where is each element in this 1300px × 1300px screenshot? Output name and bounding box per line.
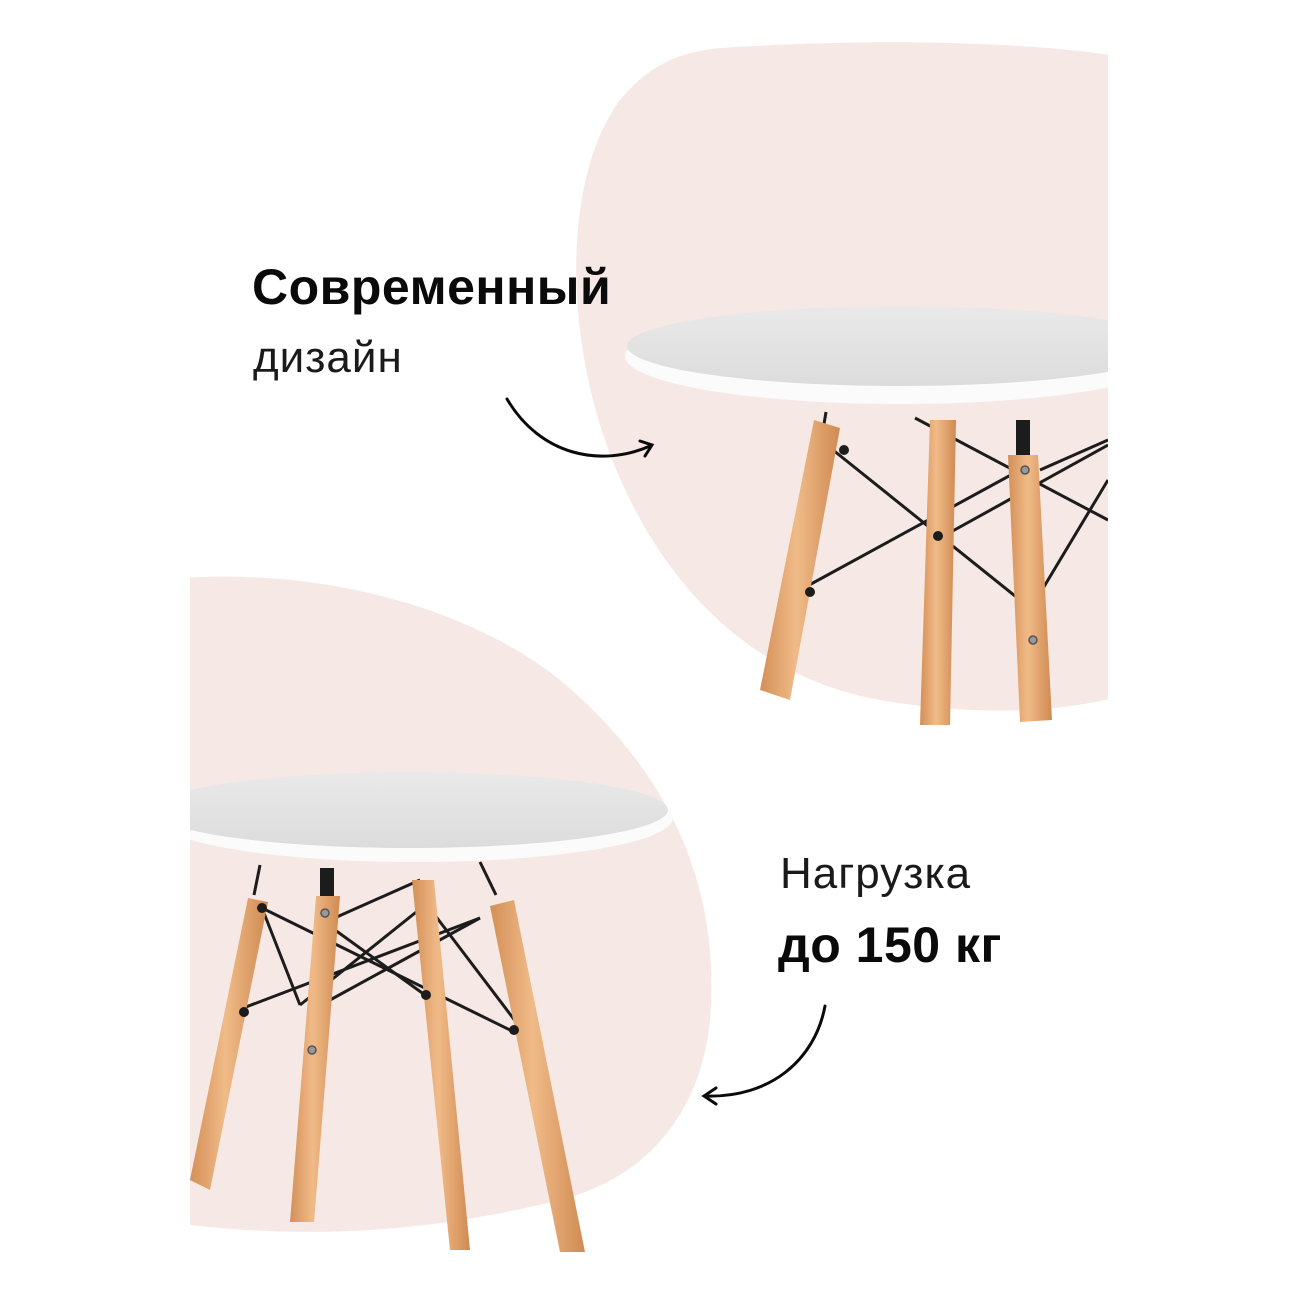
arrow-right-curved-icon xyxy=(505,397,655,458)
callout-design-title: Современный xyxy=(252,259,612,315)
blob-top xyxy=(576,42,1108,725)
arrow-left-curved-icon xyxy=(701,1004,827,1106)
callout-design-subtitle: дизайн xyxy=(253,333,403,382)
blob-bottom xyxy=(190,576,712,1252)
table-top-upper xyxy=(625,306,1108,404)
wood-legs-upper xyxy=(760,420,1052,725)
wood-legs-lower xyxy=(190,880,585,1252)
callout-load-title: Нагрузка xyxy=(780,849,972,898)
table-top-lower xyxy=(190,772,673,862)
callout-load-value: до 150 кг xyxy=(778,917,1002,973)
metal-braces-lower xyxy=(237,878,518,1032)
